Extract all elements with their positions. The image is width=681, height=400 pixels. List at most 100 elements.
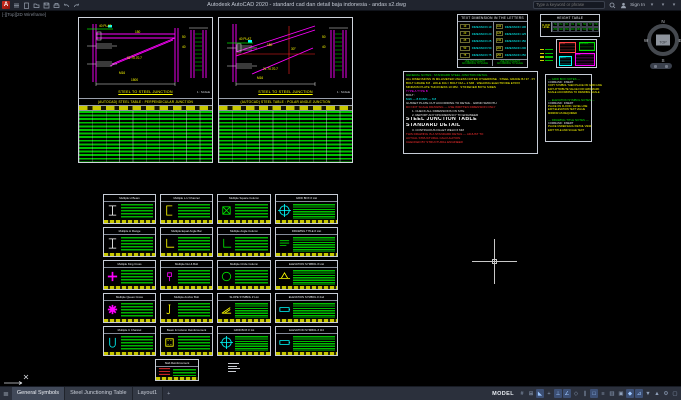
detail-block[interactable]: Multiple H Flange bbox=[103, 227, 156, 257]
layout-tab-general-symbols[interactable]: General Symbols bbox=[11, 387, 66, 400]
new-layout-button[interactable]: + bbox=[167, 390, 171, 397]
pan-icon[interactable] bbox=[654, 64, 657, 68]
workspace-icon[interactable]: ⚙ bbox=[663, 390, 669, 397]
detail-sheet-perpendicular-junction[interactable]: 40 PLAT 150 2L 70.70.7 M16 1500 50 40 ST… bbox=[78, 17, 213, 163]
infer-constraints-icon[interactable]: ◣ bbox=[536, 389, 544, 398]
otrack-icon[interactable]: ∥ bbox=[583, 390, 587, 397]
navigation-bar[interactable] bbox=[650, 63, 672, 69]
new-file-icon[interactable] bbox=[22, 1, 30, 9]
text-dimension-footer: USE TEXT HEIGHT ACCORDING TO SCALE bbox=[458, 58, 492, 66]
3d-osnap-icon[interactable]: ◆ bbox=[626, 389, 634, 398]
layout-menu-icon[interactable]: ≣ bbox=[3, 390, 9, 398]
height-table-row-label: FLOOR LEVEL bbox=[541, 22, 553, 32]
detail-block[interactable]: Multiple Nut & Bolt bbox=[160, 260, 213, 290]
layout-tab-layout1[interactable]: Layout1 bbox=[132, 387, 164, 400]
detail-block[interactable]: GRID BOX # 1st bbox=[217, 326, 271, 356]
detail-block[interactable]: Multiple Queen Cross bbox=[103, 293, 156, 323]
open-file-icon[interactable] bbox=[32, 1, 40, 9]
lineweight-icon[interactable]: ≡ bbox=[601, 390, 605, 397]
model-space-button[interactable]: MODEL bbox=[492, 390, 514, 397]
slope-icon bbox=[218, 301, 234, 319]
autodesk-apps-icon[interactable]: ▾ bbox=[650, 2, 654, 8]
autocad-app-icon[interactable]: A bbox=[2, 1, 10, 9]
viewport-controls[interactable]: [-][Top][2D Wireframe] bbox=[2, 12, 47, 17]
detail-block[interactable]: Multiple U Channel bbox=[103, 326, 156, 356]
search-icon[interactable] bbox=[608, 1, 616, 9]
plot-icon[interactable] bbox=[52, 1, 60, 9]
steel-table-perpendicular[interactable] bbox=[79, 110, 212, 162]
ortho-icon[interactable]: ⊥ bbox=[554, 389, 562, 398]
transparency-icon[interactable]: ▥ bbox=[609, 390, 615, 397]
detail-block[interactable]: Multiple Anchor Bolt bbox=[160, 293, 213, 323]
detail-block-title: Multiple Anchor Bolt bbox=[161, 294, 212, 301]
note-line: MINIMUM PLATE THICKNESS 10 MM · STIFFENE… bbox=[406, 85, 496, 89]
detail-sheet-polar-junction[interactable]: 40 PLAT 150 2L 70.70.7 M16 30° 50 40 STE… bbox=[218, 17, 353, 163]
dynamic-input-icon[interactable]: + bbox=[547, 390, 551, 397]
dimension-tag: 125 bbox=[495, 31, 503, 37]
annotation-icon[interactable]: ▲ bbox=[654, 390, 660, 397]
general-notes-box[interactable]: GENERAL NOTES : STANDARD STEEL JUNCTION … bbox=[403, 71, 538, 154]
detail-block[interactable]: ELEVATION SYMBOL # List bbox=[275, 260, 338, 290]
viewcube[interactable]: TOP N W S E bbox=[644, 17, 681, 63]
height-value: 350 bbox=[563, 27, 570, 32]
detail-block[interactable]: Multiple Circle Column bbox=[217, 260, 271, 290]
detail-block[interactable]: Multiple Equal Angle Bar bbox=[160, 227, 213, 257]
viewcube-west: W bbox=[644, 38, 649, 43]
detail-block[interactable]: Beam & Column Reinforcement bbox=[160, 326, 213, 356]
search-input[interactable] bbox=[533, 1, 606, 9]
selection-filter-icon[interactable]: ▼ bbox=[645, 390, 651, 397]
detail-block[interactable]: DRAWING TITLE # List bbox=[275, 227, 338, 257]
osnap-icon[interactable]: □ bbox=[590, 389, 598, 398]
drawing-canvas[interactable]: [-][Top][2D Wireframe] 40 PLAT bbox=[0, 11, 681, 387]
viewcube-top-face: TOP bbox=[659, 41, 667, 45]
stay-connected-icon[interactable]: ▾ bbox=[661, 2, 665, 8]
snap-icon[interactable]: ⊞ bbox=[528, 390, 534, 397]
help-icon[interactable]: ▾ bbox=[672, 2, 676, 8]
grid-icon[interactable]: # bbox=[520, 390, 524, 397]
detail-block[interactable]: Multiple Square Column bbox=[217, 194, 271, 224]
detail-block[interactable]: Slab Reinforcement bbox=[155, 359, 199, 381]
user-icon[interactable] bbox=[619, 1, 627, 9]
titlebar-right: Sign In ▾ ▾ ▾ bbox=[533, 1, 681, 9]
detail-block[interactable]: ELEVATION SYMBOL # 2nd bbox=[275, 293, 338, 323]
selection-cycling-icon[interactable]: ▣ bbox=[618, 390, 624, 397]
steel-table-polar[interactable] bbox=[219, 110, 352, 162]
titlebar: A Autodesk AutoCAD 2020 - standard cad d… bbox=[0, 0, 681, 11]
detail-block[interactable]: Multiple H Beam bbox=[103, 194, 156, 224]
detail-block[interactable]: ELEVATION SYMBOL # 3rd bbox=[275, 326, 338, 356]
polar-tracking-icon[interactable]: ∠ bbox=[563, 389, 571, 398]
detail-block[interactable]: Multiple Angle Column bbox=[217, 227, 271, 257]
undo-icon[interactable] bbox=[62, 1, 70, 9]
layout-tab-steel-junctioning-table[interactable]: Steel Junctioning Table bbox=[65, 387, 133, 400]
menu-icon[interactable] bbox=[12, 1, 20, 9]
sign-in-button[interactable]: Sign In bbox=[630, 2, 645, 8]
save-icon[interactable] bbox=[42, 1, 50, 9]
redo-icon[interactable] bbox=[72, 1, 80, 9]
clean-screen-icon[interactable]: ▢ bbox=[672, 390, 678, 397]
detail-block[interactable]: Multiple L-U Channel bbox=[160, 194, 213, 224]
dynamic-ucs-icon[interactable]: ⊿ bbox=[635, 389, 643, 398]
detail-block[interactable]: SLOPE SYMBOL # List bbox=[217, 293, 271, 323]
detail-block-title: Multiple L-U Channel bbox=[161, 195, 212, 202]
detail-block[interactable]: Multiple King Cross bbox=[103, 260, 156, 290]
height-value: 250 bbox=[552, 27, 559, 32]
crosshair-vertical bbox=[494, 239, 495, 284]
note-line: 1. CHECK ALL DIMENSIONS ON SITE bbox=[412, 109, 465, 113]
isodraft-icon[interactable]: ◇ bbox=[573, 390, 579, 397]
detail-block[interactable]: GRID BOX # List bbox=[275, 194, 338, 224]
zoom-icon[interactable] bbox=[665, 64, 668, 68]
